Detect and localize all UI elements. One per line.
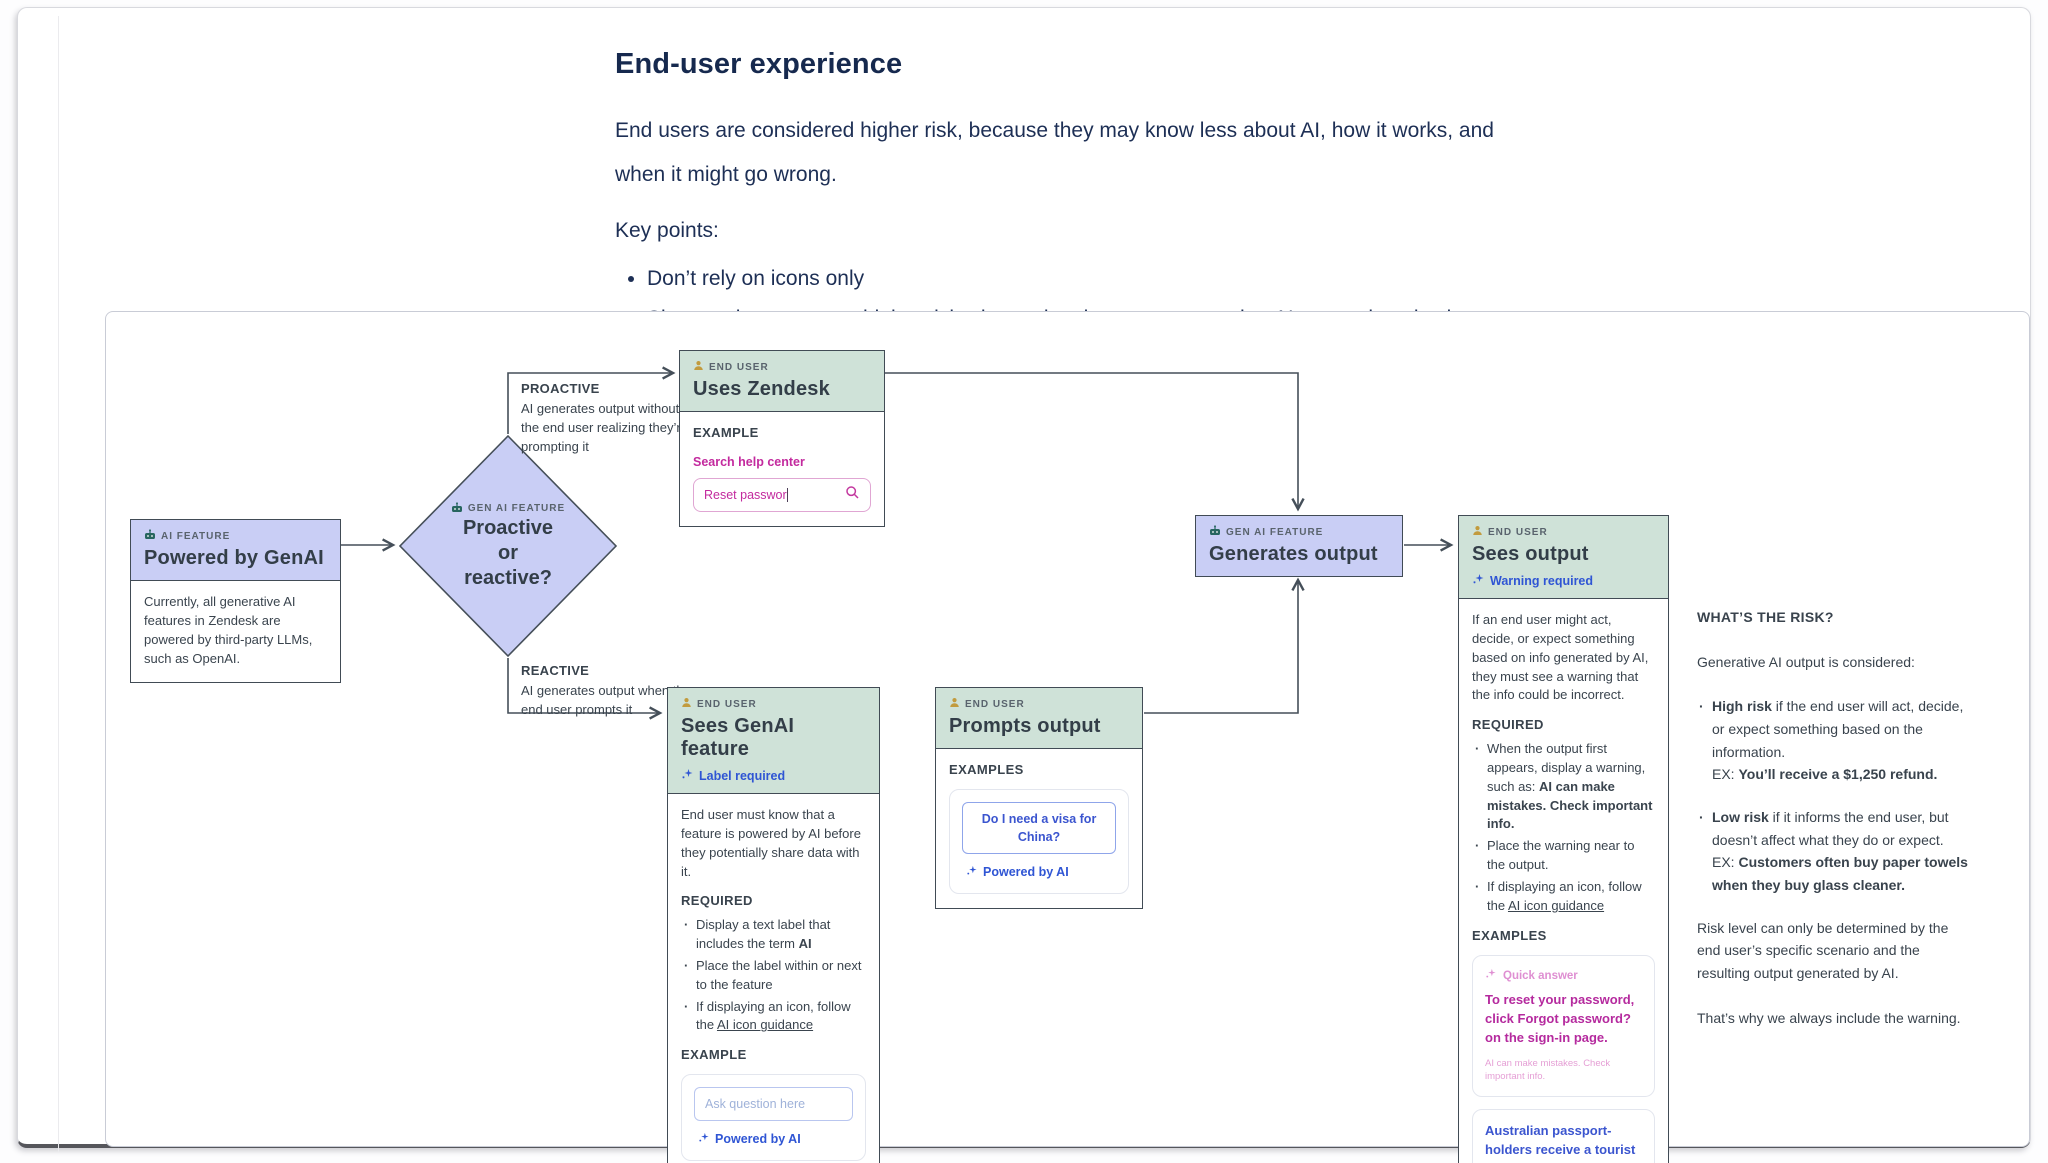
box-title: Prompts output <box>949 715 1101 737</box>
sparkle-icon <box>966 863 977 881</box>
user-icon <box>949 697 960 711</box>
requirement-badge: Warning required <box>1490 573 1594 588</box>
box-tag-label: END USER <box>965 698 1025 710</box>
sidebar-rail-divider <box>58 16 59 1152</box>
examples-label: EXAMPLES <box>949 762 1024 777</box>
generates-output-header: GEN AI FEATURE Generates output <box>1196 516 1402 576</box>
box-title: Generates output <box>1209 543 1378 565</box>
box-body-text: Currently, all generative AI features in… <box>144 594 313 666</box>
powered-by-genai-box: AI FEATURE Powered by GenAI Currently, a… <box>130 519 341 684</box>
decision-diamond: GEN AI FEATURE Proactive or reactive? <box>400 436 616 656</box>
low-risk-item: Low risk if it informs the end user, but… <box>1697 806 1969 897</box>
sees-output-box: END USER Sees output Warning required If… <box>1458 515 1669 1163</box>
required-list: Display a text label that includes the t… <box>681 916 866 1035</box>
risk-intro: Generative AI output is considered: <box>1697 653 1915 670</box>
example-card: Ask question here Powered by AI <box>681 1074 866 1162</box>
example-card: Do I need a visa for China? Powered by A… <box>949 788 1129 895</box>
user-icon <box>1472 525 1483 539</box>
required-label: REQUIRED <box>1472 717 1544 733</box>
diamond-title-line: or <box>498 541 518 564</box>
robot-icon <box>1209 525 1221 539</box>
powered-by-genai-header: AI FEATURE Powered by GenAI <box>131 520 340 581</box>
sees-genai-header: END USER Sees GenAI feature Label requir… <box>668 688 879 794</box>
branch-desc: AI generates output without the end user… <box>521 400 688 454</box>
box-title: Sees output <box>1472 543 1589 565</box>
sees-genai-feature-box: END USER Sees GenAI feature Label requir… <box>667 687 880 1163</box>
search-help-center-label: Search help center <box>693 454 805 469</box>
box-body-text: End user must know that a feature is pow… <box>681 807 861 879</box>
box-tag-label: END USER <box>1488 526 1548 538</box>
prompts-output-header: END USER Prompts output <box>936 688 1142 749</box>
quick-answer-text: To reset your password, click Forgot pas… <box>1485 992 1635 1045</box>
box-tag-label: GEN AI FEATURE <box>1226 526 1324 538</box>
ask-question-input[interactable]: Ask question here <box>694 1087 853 1122</box>
prompts-output-box: END USER Prompts output EXAMPLES Do I ne… <box>935 687 1143 910</box>
sees-output-header: END USER Sees output Warning required <box>1459 516 1668 599</box>
sparkle-icon <box>698 1130 709 1148</box>
branch-name: PROACTIVE <box>521 381 600 396</box>
generated-answer-text: Australian passport-holders receive a to… <box>1485 1123 1636 1163</box>
text-cursor <box>786 487 789 502</box>
box-title: Powered by GenAI <box>144 547 324 569</box>
intro-paragraph: End users are considered higher risk, be… <box>615 119 1494 186</box>
proactive-branch-label: PROACTIVE AI generates output without th… <box>521 380 695 456</box>
risk-paragraph: That’s why we always include the warning… <box>1697 1009 1961 1026</box>
required-item: Place the warning near to the output. <box>1472 837 1655 875</box>
user-icon <box>681 697 692 711</box>
robot-icon <box>451 501 463 516</box>
box-tag-label: END USER <box>709 361 769 373</box>
powered-by-ai-label: Powered by AI <box>715 1132 801 1147</box>
risk-list: High risk if the end user will act, deci… <box>1697 695 1969 896</box>
quick-answer-label: Quick answer <box>1503 969 1578 982</box>
search-icon[interactable] <box>845 485 860 505</box>
required-item ai-icon-guidance-link[interactable]: If displaying an icon, follow the AI ico… <box>681 998 866 1036</box>
high-risk-item: High risk if the end user will act, deci… <box>1697 695 1969 786</box>
required-item ai-icon-guidance-link[interactable]: If displaying an icon, follow the AI ico… <box>1472 878 1655 916</box>
example-label: EXAMPLE <box>693 425 759 440</box>
generated-answer-card: Australian passport-holders receive a to… <box>1472 1109 1655 1163</box>
uses-zendesk-box: END USER Uses Zendesk EXAMPLE Search hel… <box>679 350 885 528</box>
required-label: REQUIRED <box>681 893 753 909</box>
diamond-title-line: reactive? <box>464 566 552 589</box>
requirement-badge: Label required <box>699 768 786 783</box>
generates-output-box: GEN AI FEATURE Generates output <box>1195 515 1403 577</box>
page-title: End-user experience <box>615 48 903 80</box>
key-point-item: Don’t rely on icons only <box>647 267 1520 291</box>
sparkle-icon <box>1472 573 1484 588</box>
reactive-branch-label: REACTIVE AI generates output when the en… <box>521 662 695 720</box>
risk-paragraph: Risk level can only be determined by the… <box>1697 919 1949 982</box>
diamond-tag-label: GEN AI FEATURE <box>467 503 566 514</box>
powered-by-ai-label: Powered by AI <box>983 865 1069 880</box>
sparkle-icon <box>1485 968 1496 985</box>
box-tag-label: AI FEATURE <box>161 530 231 542</box>
uses-zendesk-header: END USER Uses Zendesk <box>680 351 884 412</box>
search-input-value: Reset passwor <box>704 487 787 502</box>
box-title: Sees GenAI feature <box>681 715 795 760</box>
box-tag-label: END USER <box>697 698 757 710</box>
required-item: Display a text label that includes the t… <box>681 916 866 954</box>
branch-desc: AI generates output when the end user pr… <box>521 682 691 717</box>
prompt-input[interactable]: Do I need a visa for China? <box>962 801 1116 855</box>
risk-title: WHAT’S THE RISK? <box>1697 609 1834 625</box>
required-list: When the output first appears, display a… <box>1472 740 1655 916</box>
quick-answer-card: Quick answer To reset your password, cli… <box>1472 954 1655 1098</box>
example-label: EXAMPLE <box>681 1047 747 1063</box>
diamond-tag: GEN AI FEATURE <box>451 501 566 516</box>
diamond-title-line: Proactive <box>462 516 554 539</box>
risk-notes-panel: WHAT’S THE RISK? Generative AI output is… <box>1697 606 1969 1051</box>
box-body-text: If an end user might act, decide, or exp… <box>1472 612 1649 703</box>
help-center-search-input[interactable]: Reset passwor <box>693 477 871 513</box>
document-section: End-user experience End users are consid… <box>615 48 1520 347</box>
ai-disclaimer-text: AI can make mistakes. Check important in… <box>1485 1057 1611 1083</box>
robot-icon <box>144 529 156 543</box>
examples-label: EXAMPLES <box>1472 927 1547 943</box>
branch-name: REACTIVE <box>521 663 590 678</box>
box-title: Uses Zendesk <box>693 378 830 400</box>
user-icon <box>693 360 704 374</box>
required-item: Place the label within or next to the fe… <box>681 957 866 995</box>
required-item: When the output first appears, display a… <box>1472 740 1655 834</box>
sparkle-icon <box>681 768 693 783</box>
key-points-label: Key points: <box>615 219 719 242</box>
